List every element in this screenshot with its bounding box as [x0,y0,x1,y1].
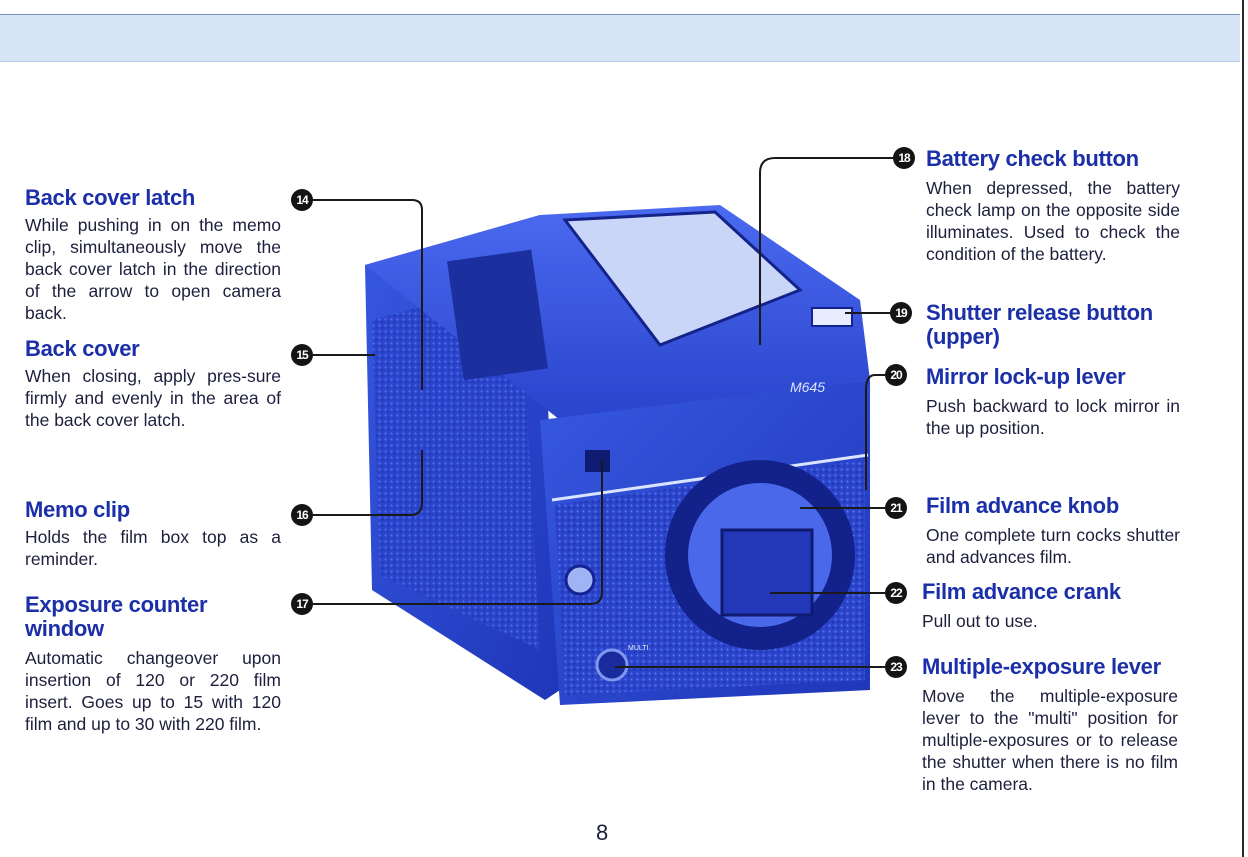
marker-22: 22 [885,582,907,604]
page-number: 8 [596,820,609,845]
multi-label: MULTI [628,645,649,652]
section-back-cover: Back cover When closing, apply pres-sure… [25,337,281,431]
section-battery-check: Battery check button When depressed, the… [926,147,1180,265]
section-text: Automatic changeover upon insertion of 1… [25,648,281,734]
section-exposure-counter: Exposure counter window Automatic change… [25,593,281,735]
page-edge [1242,0,1244,857]
section-text: Pull out to use. [922,611,1038,631]
header-band [0,14,1240,62]
section-text: When depressed, the battery check lamp o… [926,178,1180,264]
section-film-advance-crank: Film advance crank Pull out to use. [922,580,1178,632]
section-shutter-release: Shutter release button (upper) [926,301,1180,349]
section-memo-clip: Memo clip Holds the film box top as a re… [25,498,281,570]
leader-lines [313,157,895,668]
model-label: M645 [790,379,825,395]
section-text: Push backward to lock mirror in the up p… [926,396,1180,438]
section-title: Exposure counter window [25,592,208,641]
section-text: Holds the film box top as a reminder. [25,527,281,569]
marker-19: 19 [890,302,912,324]
section-title: Multiple-exposure lever [922,654,1161,679]
section-title: Mirror lock-up lever [926,364,1126,389]
section-title: Memo clip [25,497,130,522]
marker-20: 20 [885,364,907,386]
marker-23: 23 [885,656,907,678]
marker-15: 15 [291,344,313,366]
marker-17: 17 [291,593,313,615]
section-multiple-exposure: Multiple-exposure lever Move the multipl… [922,655,1178,795]
section-back-cover-latch: Back cover latch While pushing in on the… [25,186,281,324]
section-film-advance-knob: Film advance knob One complete turn cock… [926,494,1180,568]
section-title: Film advance crank [922,579,1121,604]
section-text: One complete turn cocks shutter and adva… [926,525,1180,567]
section-text: While pushing in on the memo clip, simul… [25,215,281,323]
marker-18: 18 [893,147,915,169]
section-mirror-lockup: Mirror lock-up lever Push backward to lo… [926,365,1180,439]
marker-16: 16 [291,504,313,526]
section-title: Shutter release button (upper) [926,300,1153,349]
section-title: Back cover [25,336,140,361]
section-title: Film advance knob [926,493,1119,518]
section-title: Back cover latch [25,185,196,210]
section-text: Move the multiple-exposure lever to the … [922,686,1178,794]
marker-14: 14 [291,189,313,211]
section-title: Battery check button [926,146,1139,171]
marker-21: 21 [885,497,907,519]
section-text: When closing, apply pres-sure firmly and… [25,366,281,430]
